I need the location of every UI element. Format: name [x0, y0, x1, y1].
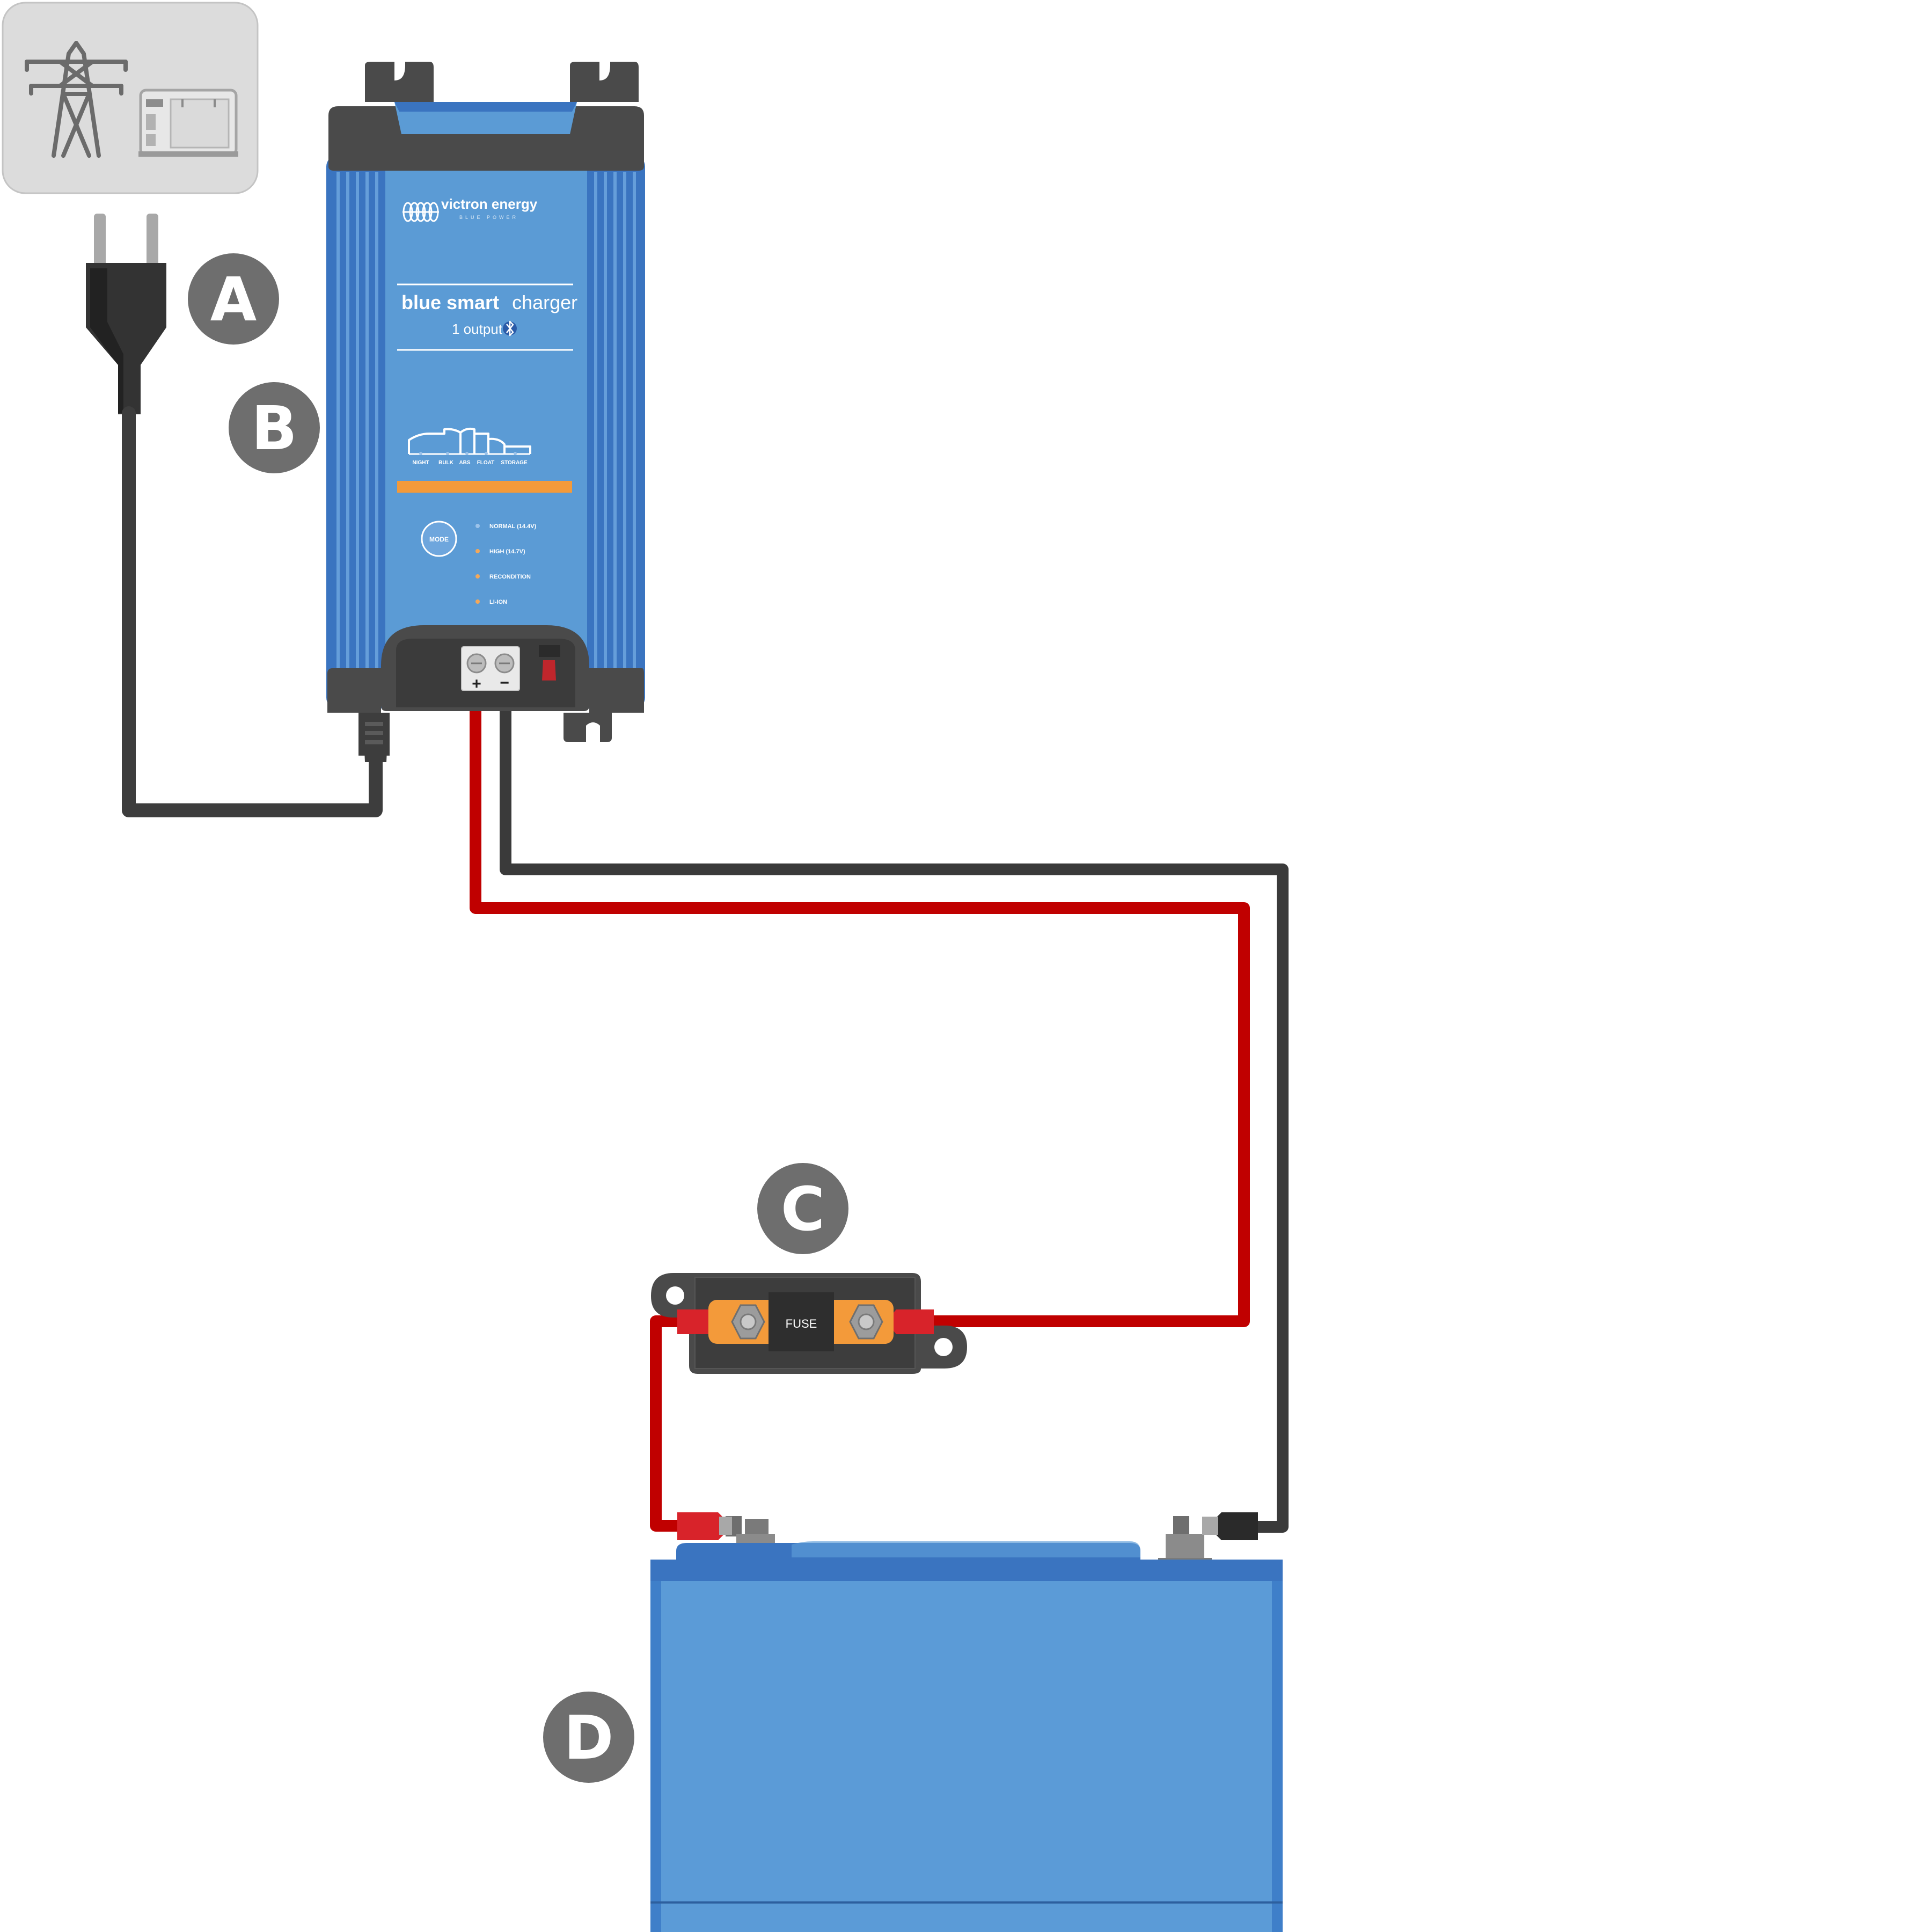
mode-led-li-ion	[475, 599, 480, 604]
callout-d: D	[543, 1692, 634, 1783]
generator-icon	[138, 89, 238, 157]
power-plug-icon	[86, 214, 166, 414]
mode-label-recondition: RECONDITION	[489, 574, 531, 580]
terminal-minus-label: −	[500, 674, 509, 692]
bluetooth-icon	[503, 320, 517, 336]
charger-orange-stripe	[397, 481, 572, 493]
stage-night: NIGHT	[412, 460, 429, 466]
charge-stage-labels: NIGHT BULK ABS FLOAT STORAGE	[412, 452, 528, 466]
product-name-bold: blue smart	[401, 291, 499, 313]
stage-abs: ABS	[459, 460, 470, 466]
mode-led-high	[475, 549, 480, 553]
fuse-body	[769, 1292, 834, 1351]
callout-a: A	[188, 253, 279, 345]
dc-terminal-block: + −	[461, 646, 520, 693]
mode-label-high: HIGH (14.7V)	[489, 548, 525, 555]
terminal-plus-label: +	[472, 675, 481, 693]
battery	[650, 1512, 1283, 1932]
negative-lug	[1215, 1512, 1258, 1540]
negative-cable	[500, 686, 1289, 1533]
power-source-panel	[2, 2, 259, 194]
mode-label-li-ion: LI-ION	[489, 599, 507, 605]
positive-cable-fuse-to-battery	[650, 1315, 687, 1532]
fuse-label: FUSE	[786, 1317, 817, 1330]
fuse-holder: FUSE	[651, 1273, 967, 1374]
callout-b: B	[229, 382, 320, 473]
mode-button[interactable]: MODE	[421, 521, 457, 557]
callout-c-label: C	[781, 1175, 825, 1245]
mode-led-recondition	[475, 574, 480, 579]
charger-output-count: 1 output	[452, 321, 503, 337]
stage-storage: STORAGE	[501, 460, 528, 466]
mode-indicators: NORMAL (14.4V) HIGH (14.7V) RECONDITION …	[475, 523, 537, 605]
charger-product-name: blue smart charger	[401, 291, 577, 313]
mains-cord	[122, 406, 383, 817]
positive-cable-charger-to-fuse	[470, 686, 1250, 1327]
callout-d-label: D	[564, 1703, 614, 1773]
callout-b-label: B	[251, 394, 297, 464]
victron-logo	[402, 202, 439, 222]
mode-label-normal: NORMAL (14.4V)	[489, 523, 537, 530]
mode-led-normal	[475, 524, 480, 528]
charger-cooling-fins	[336, 172, 636, 692]
fuse-stud-left	[731, 1304, 765, 1340]
remote-connector	[539, 645, 560, 680]
charger-brand-tagline: BLUE POWER	[459, 215, 518, 220]
positive-lug	[677, 1512, 724, 1540]
charger-top-bracket	[328, 62, 644, 171]
stage-float: FLOAT	[477, 460, 495, 466]
fuse-stud-right	[849, 1304, 883, 1340]
charger: victron energy BLUE POWER blue smart cha…	[326, 62, 645, 756]
charge-stage-graph	[408, 427, 531, 455]
product-name-light: charger	[512, 291, 577, 313]
charger-brand: victron energy	[441, 196, 538, 212]
stage-bulk: BULK	[438, 460, 454, 466]
transmission-tower-icon	[25, 41, 128, 158]
mode-button-label: MODE	[429, 536, 449, 543]
stage-leds	[419, 452, 517, 455]
callout-c: C	[757, 1163, 848, 1254]
callout-a-label: A	[210, 265, 257, 335]
